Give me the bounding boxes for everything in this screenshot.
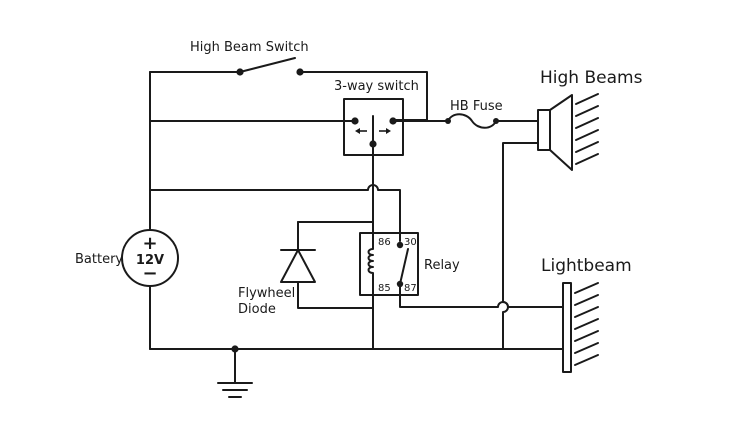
relay-pin-30: 30 [404, 237, 417, 248]
relay-label: Relay [424, 258, 460, 273]
flywheel-diode: Flywheel Diode [238, 221, 316, 317]
flywheel-diode-label-1: Flywheel [238, 286, 295, 301]
relay-pin-86: 86 [378, 237, 391, 248]
wire-highbeams-to-lightbeam [502, 142, 539, 350]
diode-icon [280, 249, 316, 283]
three-way-contact-common [369, 140, 377, 148]
three-way-switch-box [343, 98, 404, 156]
junctions [231, 345, 239, 353]
relay-pin-85: 85 [378, 283, 391, 294]
lightbeam-lamp: Lightbeam [541, 256, 632, 373]
battery-minus-icon: − [142, 263, 157, 284]
hb-fuse-label: HB Fuse [450, 99, 503, 114]
headlight-beam-icon [575, 93, 599, 165]
high-beams-reflector [549, 94, 573, 171]
high-beams-label: High Beams [540, 68, 643, 88]
battery-circle [121, 229, 179, 287]
battery-label: Battery [75, 252, 123, 267]
high-beam-switch[interactable]: High Beam Switch [190, 40, 309, 76]
battery-voltage: 12V [136, 253, 164, 268]
three-way-contact-left [351, 117, 359, 125]
switch-lever [239, 57, 296, 73]
hb-fuse: HB Fuse [445, 99, 503, 129]
junction-ground [231, 345, 239, 353]
lightbeam-label: Lightbeam [541, 256, 632, 276]
relay-contact-30 [396, 241, 404, 249]
three-way-switch-label: 3-way switch [334, 79, 419, 94]
switch-contact-right [296, 68, 304, 76]
relay: 86 30 85 87 Relay [359, 232, 460, 296]
wire-battery-to-relay30 [149, 184, 401, 242]
battery: + 12V − Battery [75, 229, 179, 287]
relay-box [359, 232, 419, 296]
flywheel-diode-label-2: Diode [238, 302, 276, 317]
high-beams-lamp-base [537, 109, 551, 151]
battery-plus-icon: + [142, 233, 157, 254]
high-beam-switch-label: High Beam Switch [190, 40, 309, 55]
arrow-left-icon [355, 128, 360, 134]
ground-icon [217, 382, 253, 398]
three-way-switch[interactable]: 3-way switch [334, 79, 419, 156]
relay-coil-icon [367, 232, 374, 296]
fuse-icon [447, 113, 497, 129]
relay-contact-arm [399, 248, 409, 285]
lightbeam-rays-icon [574, 282, 599, 366]
arrow-right-icon [386, 128, 391, 134]
three-way-contact-right [389, 117, 397, 125]
high-beams-lamp: High Beams [537, 68, 643, 171]
relay-pin-87: 87 [404, 283, 417, 294]
lightbeam-bar [562, 282, 572, 373]
wire-diode-bottom [297, 281, 374, 309]
wire-relay87-to-lightbeam [399, 285, 564, 308]
